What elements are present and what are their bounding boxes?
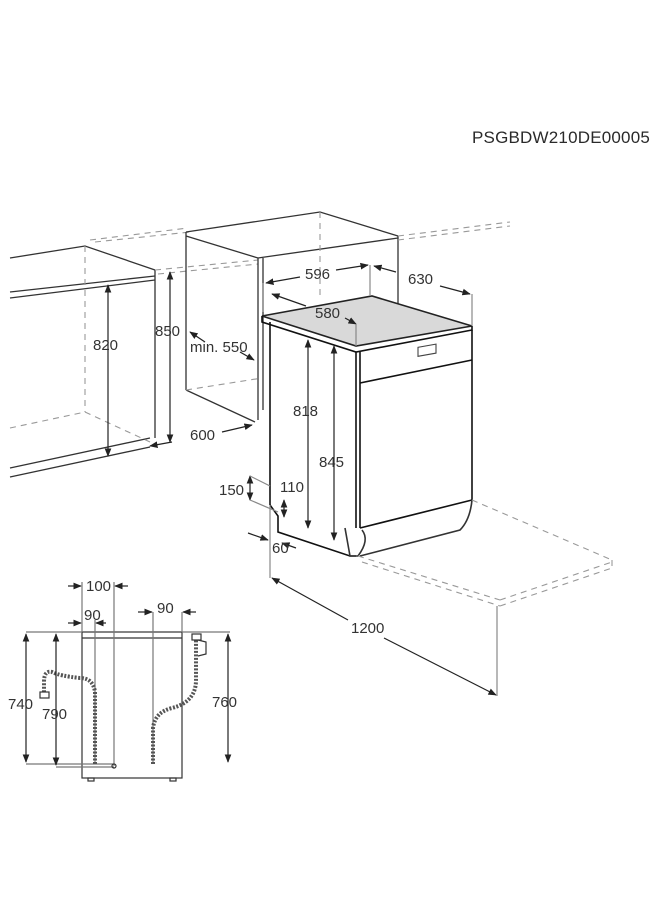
- dim-appliance-depth-630: 630: [408, 271, 434, 288]
- dim-worktop-depth-580: 580: [315, 305, 341, 322]
- dim-hose-height-760: 760: [212, 694, 238, 711]
- dim-appliance-width-596: 596: [305, 266, 331, 283]
- dim-left-hose-90: 90: [84, 607, 101, 624]
- dim-plinth-recess-110: 110: [280, 479, 304, 496]
- dim-niche-width-600: 600: [190, 427, 216, 444]
- left-cabinet-hidden: [9, 227, 259, 443]
- dim-niche-height-820: 820: [93, 337, 119, 354]
- dim-right-hose-90: 90: [157, 600, 174, 617]
- dishwasher: [261, 295, 473, 557]
- model-code: PSGBDW210DE00005: [472, 128, 651, 147]
- dim-hose-height-740: 740: [8, 696, 34, 713]
- hose-diagram: [22, 582, 232, 782]
- dim-plinth-150: 150: [219, 482, 245, 499]
- dim-plinth-depth-60: 60: [272, 540, 289, 557]
- left-cabinet: [9, 245, 156, 478]
- dim-niche-height-850: 850: [155, 323, 181, 340]
- dim-height-818: 818: [293, 403, 319, 420]
- floor-outline-hidden: [357, 499, 613, 607]
- dim-height-845: 845: [319, 454, 345, 471]
- dim-hose-height-790: 790: [42, 706, 68, 723]
- right-cabinet-hidden: [185, 212, 511, 391]
- dimension-lines: [104, 262, 498, 696]
- dim-inlet-offset-100: 100: [86, 578, 112, 595]
- dim-niche-depth-min-550: min. 550: [190, 339, 248, 356]
- dim-door-open-1200: 1200: [351, 620, 385, 637]
